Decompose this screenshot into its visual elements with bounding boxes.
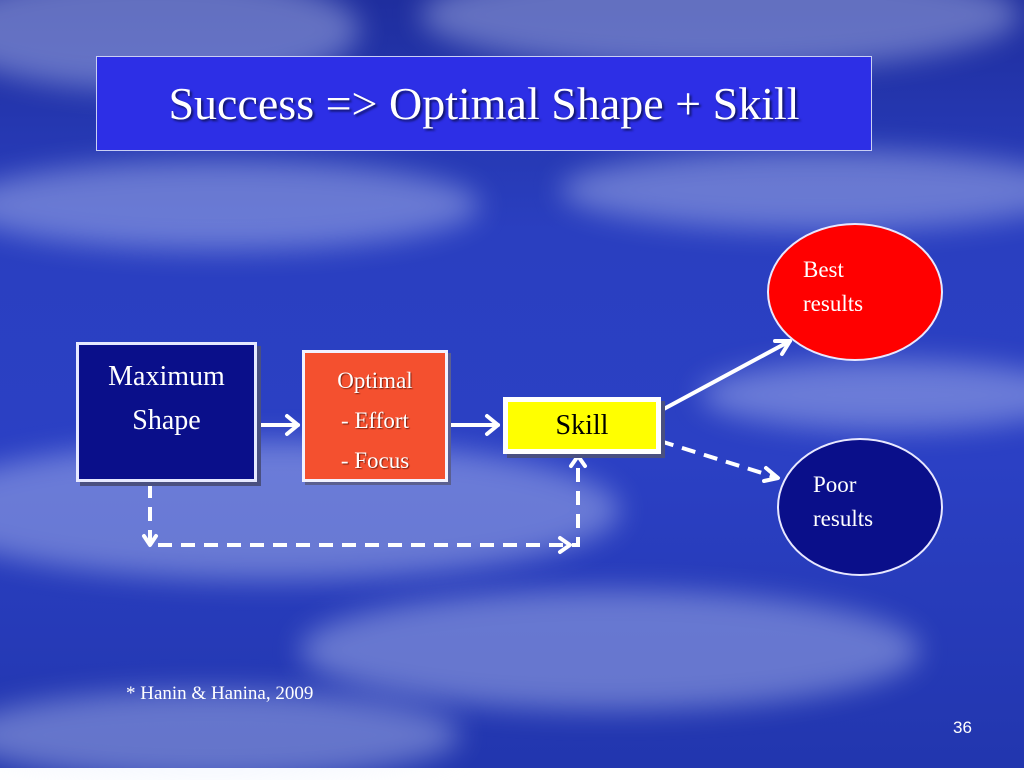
best-results-line1: Best	[803, 257, 844, 282]
maximum-shape-line1: Maximum	[108, 361, 225, 392]
optimal-box: Optimal - Effort - Focus	[302, 350, 448, 482]
optimal-line1: Optimal	[337, 368, 413, 393]
poor-results-line1: Poor	[813, 472, 857, 497]
maximum-shape-box: Maximum Shape	[76, 342, 257, 482]
poor-results-line2: results	[813, 506, 874, 531]
maximum-shape-line2: Shape	[132, 405, 201, 436]
best-results-oval: Best results	[767, 223, 943, 361]
feedback-loop	[148, 458, 580, 547]
poor-results-oval: Poor results	[777, 438, 943, 576]
title-box: Success => Optimal Shape + Skill	[96, 56, 872, 151]
best-results-line2: results	[803, 291, 864, 316]
arrow-skill-to-poor	[659, 439, 779, 480]
arrow-skill-to-best	[658, 339, 792, 413]
slide-title: Success => Optimal Shape + Skill	[168, 78, 800, 129]
page-number: 36	[953, 718, 972, 737]
optimal-line2: - Effort	[341, 408, 409, 433]
skill-box: Skill	[503, 397, 661, 454]
optimal-line3: - Focus	[340, 448, 410, 473]
skill-label: Skill	[555, 409, 609, 441]
citation: * Hanin & Hanina, 2009	[126, 683, 314, 704]
